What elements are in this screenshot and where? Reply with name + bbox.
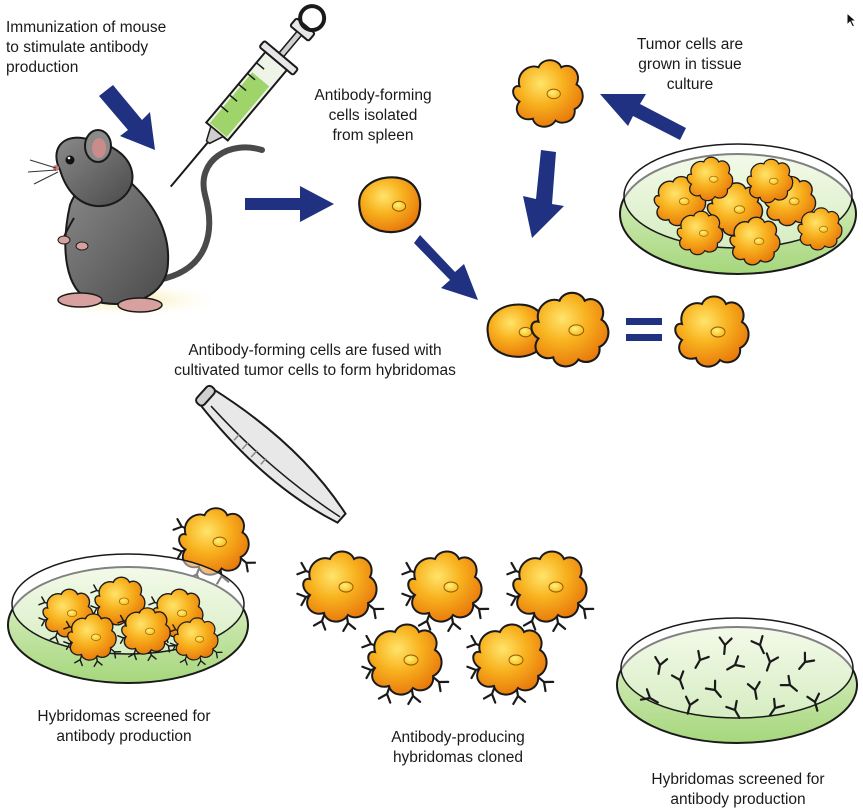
label-immunization: Immunization of mouse to stimulate antib… [6, 19, 167, 76]
fused-cell-icon [486, 291, 610, 368]
petri-dish-icon [619, 143, 857, 275]
label-fused-hybridomas: Antibody-forming cells are fused with cu… [174, 342, 456, 379]
label-tumor-culture: Tumor cells are grown in tissue culture [636, 36, 744, 93]
hybridoma-cell-icon [674, 295, 750, 368]
arrow-icon [99, 85, 686, 300]
label-screened-right: Hybridomas screened for antibody product… [651, 771, 825, 808]
label-screened-left: Hybridomas screened for antibody product… [37, 708, 211, 745]
tweezers-icon [195, 384, 347, 524]
equals-icon [626, 318, 662, 341]
cursor-icon [846, 12, 858, 28]
syringe-icon [169, 4, 327, 188]
petri-dish-icon [7, 553, 249, 684]
label-cloned: Antibody-producing hybridomas cloned [391, 729, 525, 766]
petri-dish-icon [616, 617, 858, 744]
label-cells-isolated: Antibody-forming cells isolated from spl… [314, 87, 432, 144]
tumor-cell-icon [512, 59, 584, 128]
spleen-cell-icon [358, 176, 422, 234]
mouse-illustration [27, 129, 265, 318]
cloned-hybridomas [297, 552, 593, 704]
